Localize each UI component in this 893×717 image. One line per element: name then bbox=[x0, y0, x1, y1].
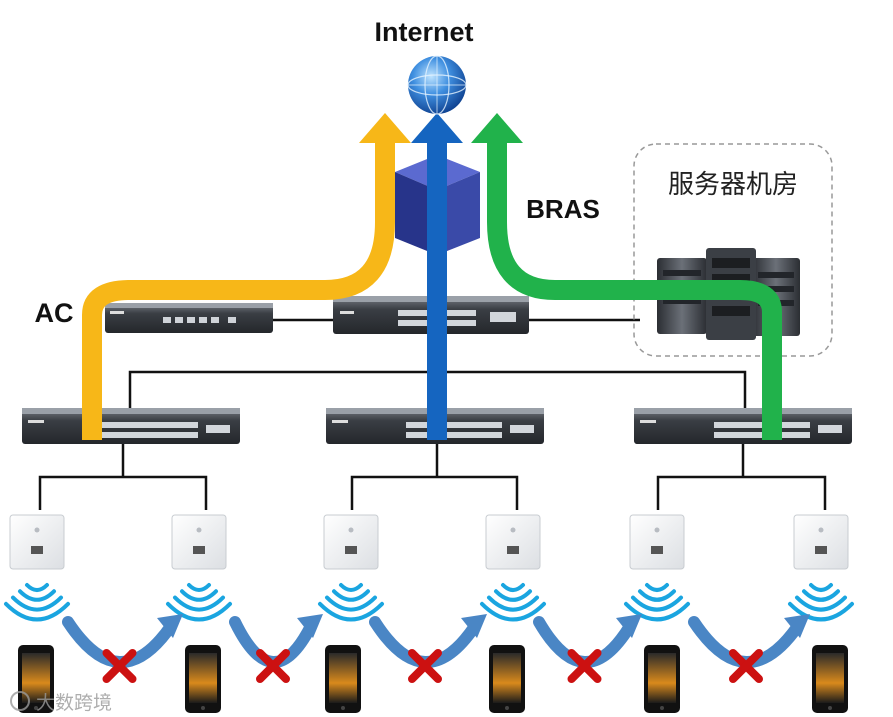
watermark-logo-icon bbox=[10, 691, 30, 711]
blocked-roam-arrow bbox=[533, 614, 642, 683]
ac-controller-icon bbox=[105, 303, 273, 333]
wifi-icon bbox=[624, 583, 690, 622]
internet-label: Internet bbox=[374, 17, 473, 47]
wall-access-point-icon bbox=[171, 514, 227, 570]
globe-icon bbox=[407, 55, 467, 115]
server-room-box bbox=[633, 143, 833, 357]
wall-access-point-icon bbox=[485, 514, 541, 570]
bras-label: BRAS bbox=[526, 194, 600, 224]
wifi-icon bbox=[480, 583, 546, 622]
ac-path bbox=[82, 113, 411, 440]
server-room-label: 服务器机房 bbox=[668, 170, 798, 200]
wifi-icon bbox=[166, 583, 232, 622]
access-switch-right bbox=[634, 408, 852, 444]
internet-path bbox=[411, 113, 463, 440]
ac-label: AC bbox=[35, 298, 74, 328]
red-x-icon bbox=[729, 649, 763, 683]
wall-access-point-icon bbox=[793, 514, 849, 570]
blocked-roam-arrow bbox=[688, 614, 810, 683]
wifi-icon bbox=[318, 583, 384, 622]
wall-access-point-icon bbox=[323, 514, 379, 570]
blocked-roam-arrow bbox=[369, 614, 487, 683]
blocked-roam-arrow bbox=[229, 614, 323, 683]
access-switch-left bbox=[22, 408, 240, 444]
smartphone-icon bbox=[812, 645, 848, 713]
red-x-icon bbox=[567, 649, 602, 683]
smartphone-icon bbox=[185, 645, 221, 713]
edge-layer bbox=[4, 514, 854, 713]
wall-access-point-icon bbox=[629, 514, 685, 570]
smartphone-icon bbox=[644, 645, 680, 713]
watermark-text: 大数跨境 bbox=[36, 692, 112, 714]
blocked-roam-arrow bbox=[62, 614, 183, 683]
red-x-icon bbox=[256, 649, 290, 683]
watermark: 大数跨境 bbox=[10, 691, 112, 714]
smartphone-icon bbox=[325, 645, 361, 713]
server-path bbox=[471, 113, 782, 440]
red-x-icon bbox=[102, 649, 137, 683]
wifi-icon bbox=[4, 583, 70, 622]
wifi-icon bbox=[788, 583, 854, 622]
red-x-icon bbox=[408, 649, 442, 683]
smartphone-icon bbox=[489, 645, 525, 713]
wall-access-point-icon bbox=[9, 514, 65, 570]
